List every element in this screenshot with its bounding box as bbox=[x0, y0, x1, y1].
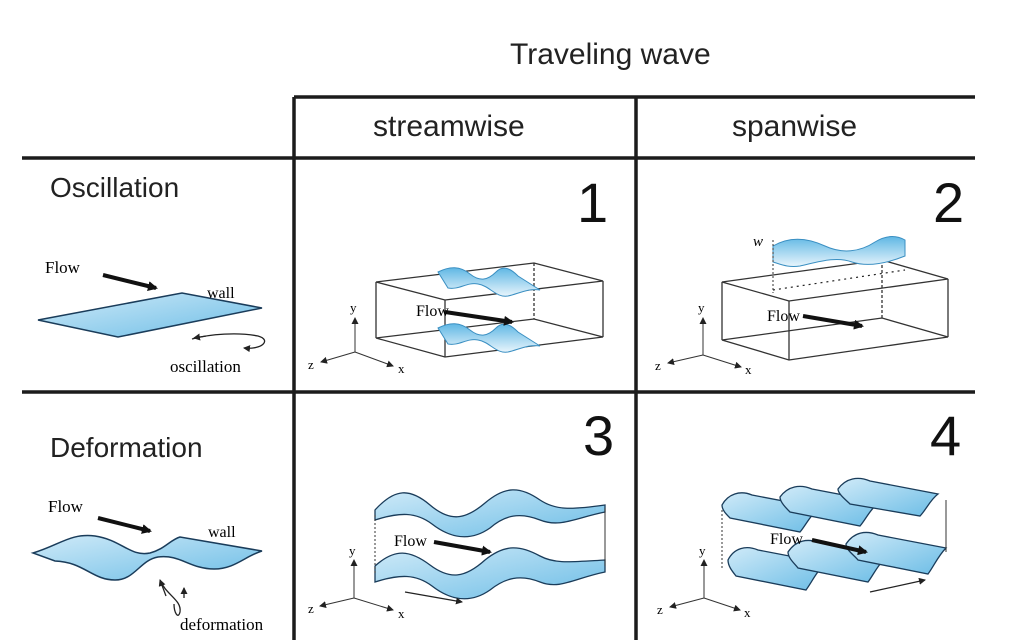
flow-label-1: Flow bbox=[45, 258, 81, 277]
cell-number-4: 4 bbox=[930, 404, 962, 467]
cell3-axis-x: x bbox=[398, 606, 405, 621]
cell3-lower-wall bbox=[374, 547, 606, 600]
wall-label-2: wall bbox=[208, 524, 236, 541]
flow-arrow-2 bbox=[97, 516, 152, 534]
traveling-wave-title: Traveling wave bbox=[510, 38, 711, 71]
cell4-flow-label: Flow bbox=[770, 531, 803, 548]
cell1-axes bbox=[320, 317, 394, 368]
column-header-streamwise: streamwise bbox=[373, 110, 525, 143]
cell1-axis-z: z bbox=[308, 357, 314, 372]
cell4-axis-y: y bbox=[699, 543, 706, 558]
cell1-axis-y: y bbox=[350, 300, 357, 315]
cell-number-1: 1 bbox=[577, 171, 609, 234]
cell-number-3: 3 bbox=[583, 404, 615, 467]
cell4-travel-arrow bbox=[869, 577, 926, 593]
cell3-flow-arrow bbox=[433, 540, 492, 556]
cell2-axis-x: x bbox=[745, 362, 752, 377]
cell1-axis-x: x bbox=[398, 361, 405, 376]
cell4-axes bbox=[669, 559, 741, 612]
row-label-deformation: Deformation bbox=[50, 432, 203, 463]
cell4-upper-wall bbox=[721, 477, 940, 533]
cell1-waves bbox=[437, 267, 541, 353]
cell3-axis-z: z bbox=[308, 601, 314, 616]
cell4-box-edges bbox=[721, 500, 947, 568]
cell3-upper-wall bbox=[374, 489, 606, 538]
cell4-axis-x: x bbox=[744, 605, 751, 620]
cell2-axes bbox=[667, 317, 742, 369]
cell2-box bbox=[721, 259, 949, 361]
deformation-label: deformation bbox=[180, 615, 264, 634]
deformation-arrow bbox=[159, 579, 181, 616]
cell1-flow-arrow bbox=[444, 310, 514, 326]
column-header-spanwise: spanwise bbox=[732, 110, 858, 143]
cell2-flow-arrow bbox=[802, 314, 864, 330]
oscillation-wall-illustration bbox=[37, 273, 266, 353]
cell2-flow-label: Flow bbox=[767, 308, 800, 325]
wall-label-1: wall bbox=[207, 285, 235, 302]
cell-number-2: 2 bbox=[933, 171, 965, 234]
cell3-axes bbox=[319, 559, 394, 612]
wavy-wall-plate bbox=[30, 534, 263, 581]
cell1-flow-label: Flow bbox=[416, 303, 449, 320]
oscillation-label: oscillation bbox=[170, 357, 241, 376]
deformation-wall-illustration bbox=[30, 516, 263, 616]
flat-wall-plate bbox=[37, 292, 263, 338]
flow-arrow bbox=[102, 273, 158, 291]
row-label-oscillation: Oscillation bbox=[50, 172, 180, 203]
cell3-travel-arrow bbox=[404, 591, 463, 605]
flow-label-2: Flow bbox=[48, 497, 84, 516]
cell2-wave-profile bbox=[772, 236, 906, 293]
cell2-axis-y: y bbox=[698, 300, 705, 315]
cell4-axis-z: z bbox=[657, 602, 663, 617]
oscillation-arrow bbox=[191, 333, 266, 353]
cell4-lower-wall bbox=[727, 531, 948, 591]
cell2-axis-z: z bbox=[655, 358, 661, 373]
cell3-flow-label: Flow bbox=[394, 533, 427, 550]
table-grid bbox=[22, 95, 975, 640]
cell4-flow-arrow bbox=[811, 538, 868, 556]
cell3-axis-y: y bbox=[349, 543, 356, 558]
cell2-w-label: w bbox=[753, 234, 763, 250]
cell3-box-edges bbox=[374, 508, 606, 574]
